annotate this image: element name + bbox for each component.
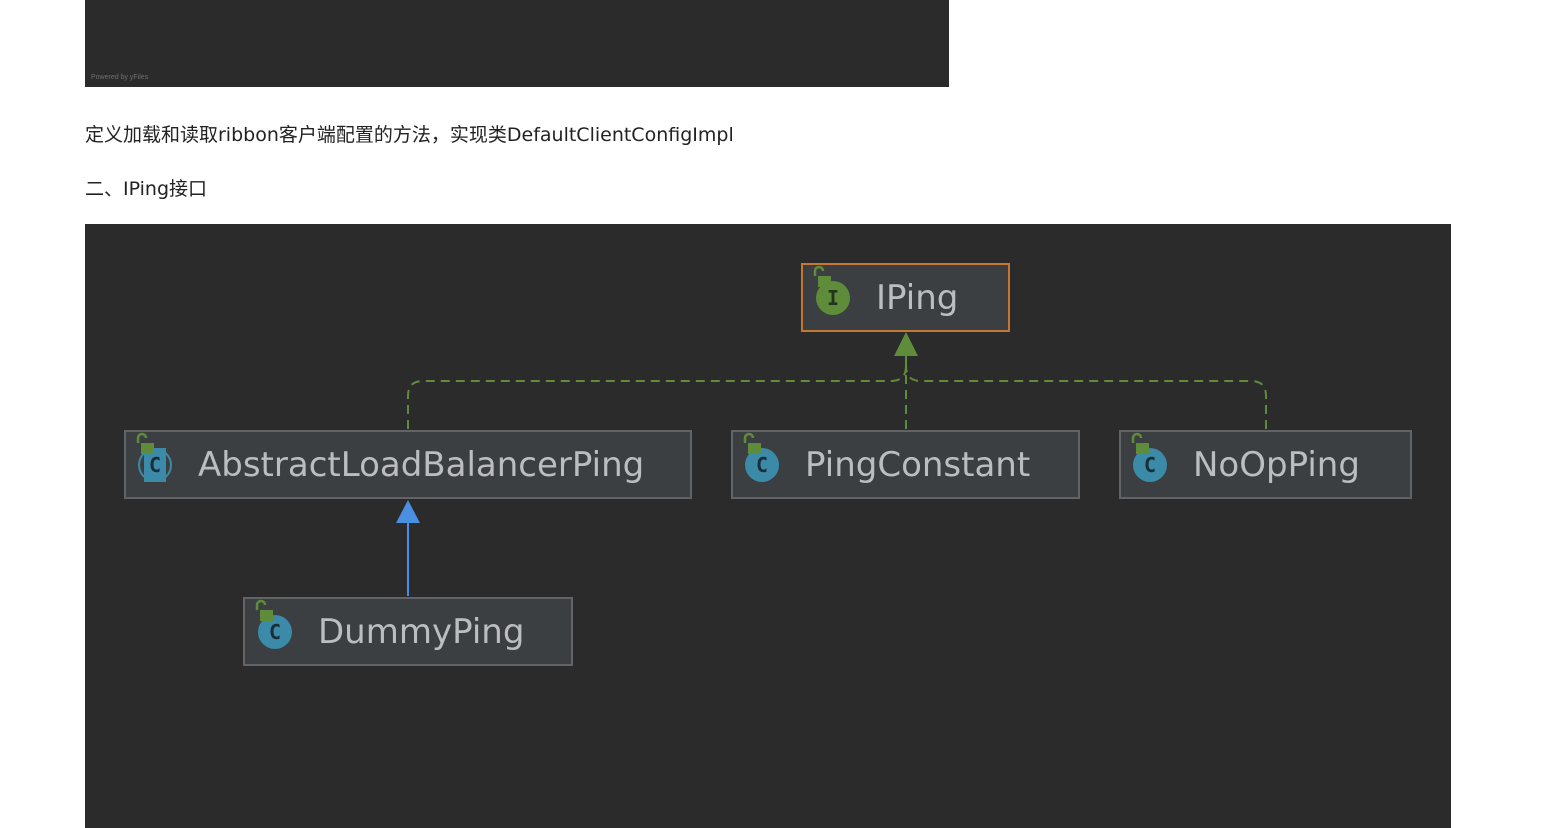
class-hierarchy-diagram: I IPing C AbstractLoadBalancerPing C (85, 224, 1451, 828)
node-abstract-load-balancer-ping[interactable]: C AbstractLoadBalancerPing (124, 430, 692, 499)
unlocked-icon (1131, 432, 1149, 454)
section-heading: 二、IPing接口 (85, 178, 208, 200)
unlocked-icon (813, 265, 831, 287)
node-label: IPing (876, 277, 959, 318)
node-noop-ping[interactable]: C NoOpPing (1119, 430, 1412, 499)
node-ping-constant[interactable]: C PingConstant (731, 430, 1080, 499)
edge-noop-to-iping (905, 352, 1267, 429)
node-label: PingConstant (805, 444, 1031, 485)
edge-abstract-to-iping (407, 352, 907, 429)
powered-by-caption: Powered by yFiles (91, 74, 149, 81)
unlocked-icon (136, 432, 154, 454)
unlocked-icon (255, 599, 273, 621)
abstract-class-icon: C (138, 447, 172, 482)
node-label: DummyPing (318, 611, 525, 652)
node-iping[interactable]: I IPing (801, 263, 1010, 332)
node-label: AbstractLoadBalancerPing (198, 444, 645, 485)
diagram-edges (396, 332, 1267, 596)
unlocked-icon (743, 432, 761, 454)
interface-icon: I (816, 280, 850, 315)
abstract-arrowhead (396, 500, 420, 523)
node-dummy-ping[interactable]: C DummyPing (243, 597, 573, 666)
node-label: NoOpPing (1193, 444, 1360, 485)
diagram-image-top: Powered by yFiles (85, 0, 949, 87)
iping-arrowhead (894, 332, 918, 356)
description-paragraph: 定义加载和读取ribbon客户端配置的方法，实现类DefaultClientCo… (85, 124, 734, 146)
